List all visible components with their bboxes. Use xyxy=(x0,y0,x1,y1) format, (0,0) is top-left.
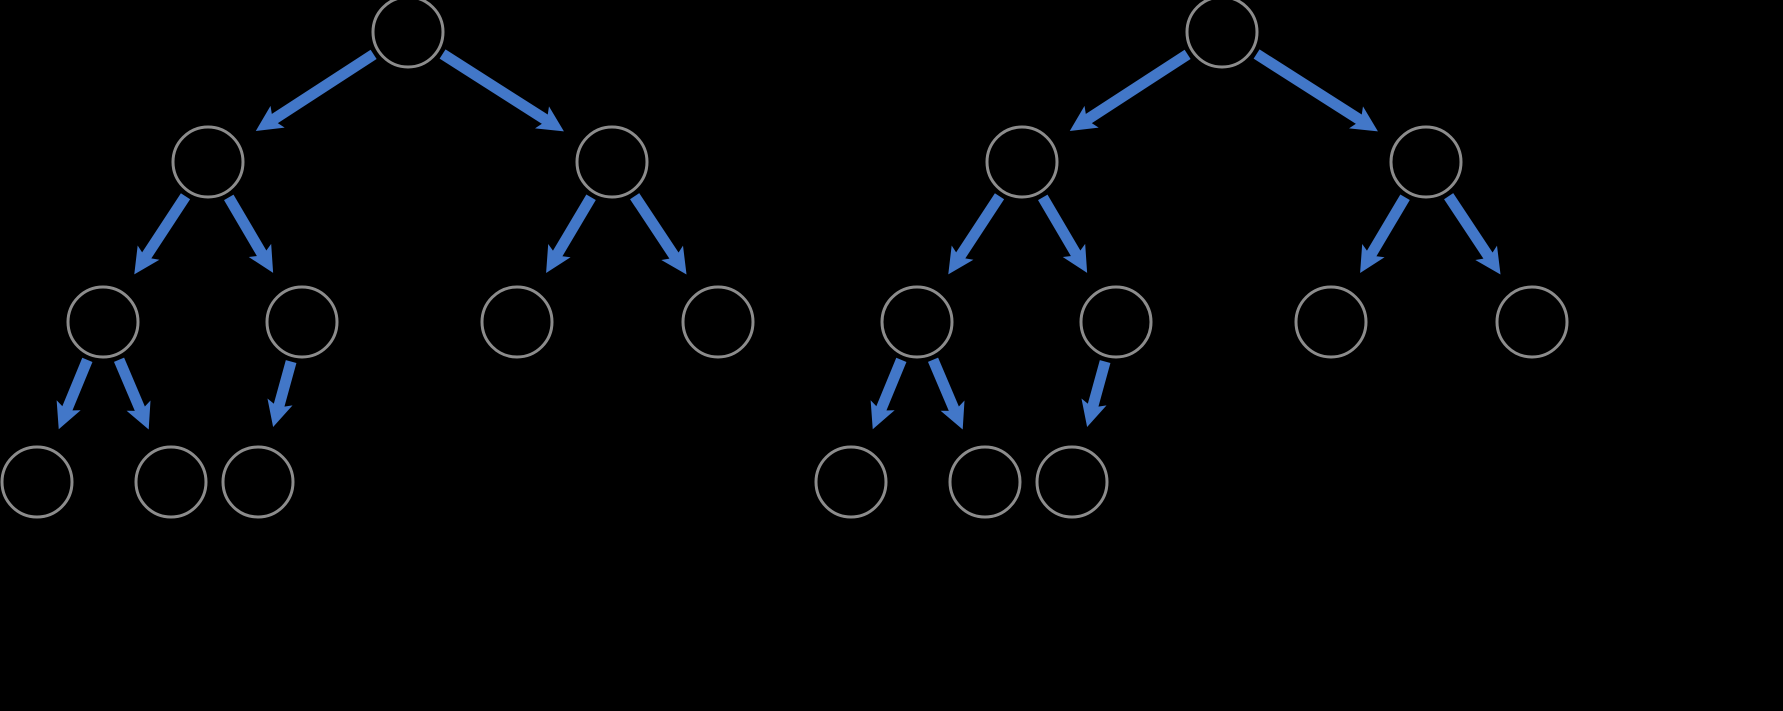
tree-node-left-tree-level3-c[interactable] xyxy=(480,285,554,359)
edges-layer xyxy=(56,49,1501,430)
tree-node-left-tree-level3-d[interactable] xyxy=(681,285,755,359)
tree-edge-level3a-to-level4b xyxy=(113,357,151,430)
tree-edge-level2left-to-level3a xyxy=(134,193,191,275)
tree-node-right-tree-level3-a[interactable] xyxy=(880,285,954,359)
tree-edge-level2right-to-level3c xyxy=(1360,194,1410,273)
tree-node-left-tree-level4-a[interactable] xyxy=(0,445,74,519)
tree-node-right-tree-root[interactable] xyxy=(1185,0,1259,69)
edge-shaft xyxy=(1362,194,1410,264)
arrow-head-icon xyxy=(940,400,965,430)
edge-shaft xyxy=(548,194,596,264)
arrow-head-icon xyxy=(546,244,571,273)
tree-edge-level3b-to-level4c xyxy=(1081,360,1111,428)
edge-shaft xyxy=(59,357,93,419)
arrow-head-icon xyxy=(255,105,285,131)
arrow-head-icon xyxy=(1062,243,1088,273)
arrow-head-icon xyxy=(1081,398,1107,428)
edge-shaft xyxy=(264,49,377,128)
tree-node-right-tree-level2-left[interactable] xyxy=(985,125,1059,199)
edge-shaft xyxy=(630,193,684,266)
arrow-head-icon xyxy=(134,245,160,275)
tree-node-left-tree-level2-left[interactable] xyxy=(171,125,245,199)
edge-shaft xyxy=(873,357,907,419)
tree-node-left-tree-level4-c[interactable] xyxy=(221,445,295,519)
arrow-head-icon xyxy=(1475,245,1501,275)
tree-edge-level3a-to-level4a xyxy=(870,357,907,430)
arrow-head-icon xyxy=(1069,105,1099,131)
edge-shaft xyxy=(1078,49,1191,128)
tree-edge-root-to-level2-right xyxy=(439,49,564,132)
tree-node-left-tree-root[interactable] xyxy=(371,0,445,69)
tree-node-right-tree-level3-d[interactable] xyxy=(1495,285,1569,359)
edge-shaft xyxy=(137,193,191,266)
tree-edge-level3a-to-level4b xyxy=(927,357,965,430)
arrow-head-icon xyxy=(661,245,687,275)
edge-shaft xyxy=(113,357,149,419)
tree-edge-level2left-to-level3b xyxy=(224,194,274,273)
edge-shaft xyxy=(1085,360,1111,415)
nodes-layer xyxy=(0,0,1569,519)
tree-edge-level2right-to-level3c xyxy=(546,194,596,273)
tree-node-right-tree-level3-b[interactable] xyxy=(1079,285,1153,359)
arrow-head-icon xyxy=(248,243,274,273)
tree-node-left-tree-level3-a[interactable] xyxy=(66,285,140,359)
tree-edge-root-to-level2-left xyxy=(255,49,377,131)
tree-node-right-tree-level4-b[interactable] xyxy=(948,445,1022,519)
arrow-head-icon xyxy=(1360,244,1385,273)
tree-edge-root-to-level2-right xyxy=(1253,49,1378,132)
tree-edge-level2right-to-level3d xyxy=(630,193,687,275)
tree-edge-level3b-to-level4c xyxy=(267,360,297,428)
tree-node-right-tree-level4-c[interactable] xyxy=(1035,445,1109,519)
tree-node-right-tree-level4-a[interactable] xyxy=(814,445,888,519)
edge-shaft xyxy=(927,357,963,419)
tree-edge-level2right-to-level3d xyxy=(1444,193,1501,275)
tree-node-right-tree-level3-c[interactable] xyxy=(1294,285,1368,359)
edge-shaft xyxy=(1253,49,1369,129)
arrow-head-icon xyxy=(1349,106,1378,132)
edge-shaft xyxy=(271,360,297,415)
arrow-head-icon xyxy=(948,245,974,275)
arrow-head-icon xyxy=(126,400,151,430)
tree-node-left-tree-level2-right[interactable] xyxy=(575,125,649,199)
edge-shaft xyxy=(951,193,1005,266)
arrow-head-icon xyxy=(56,400,81,430)
tree-edge-level2left-to-level3a xyxy=(948,193,1005,275)
edge-shaft xyxy=(1444,193,1498,266)
tree-node-left-tree-level3-b[interactable] xyxy=(265,285,339,359)
edge-shaft xyxy=(1038,194,1085,264)
tree-node-right-tree-level2-right[interactable] xyxy=(1389,125,1463,199)
tree-edge-root-to-level2-left xyxy=(1069,49,1191,131)
tree-edge-level2left-to-level3b xyxy=(1038,194,1088,273)
arrow-head-icon xyxy=(870,400,895,430)
tree-node-left-tree-level4-b[interactable] xyxy=(134,445,208,519)
tree-edge-level3a-to-level4a xyxy=(56,357,93,430)
edge-shaft xyxy=(439,49,555,129)
arrow-head-icon xyxy=(267,398,293,428)
edge-shaft xyxy=(224,194,271,264)
arrow-head-icon xyxy=(535,106,564,132)
